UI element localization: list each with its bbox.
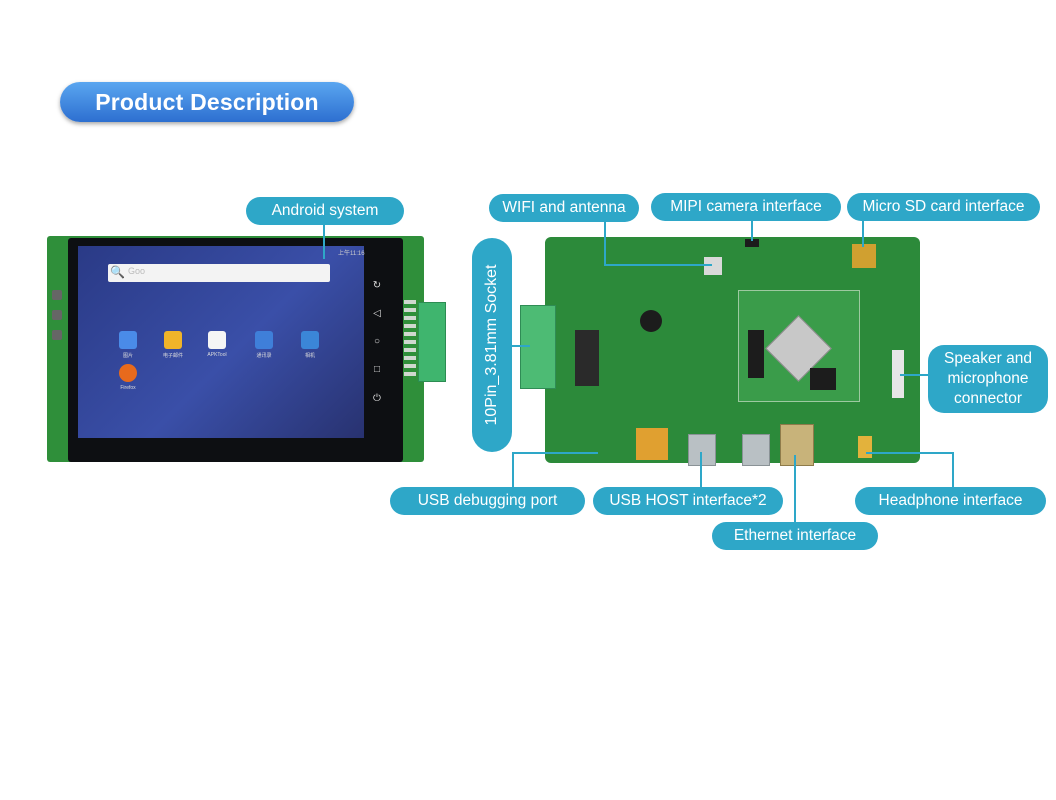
side-button [52, 330, 62, 340]
label-headphone: Headphone interface [855, 487, 1046, 515]
connector-line [952, 452, 954, 487]
speaker-connector [892, 350, 904, 398]
connector-line [700, 452, 702, 487]
mail-icon [164, 331, 182, 349]
app-label: 电子邮件 [162, 353, 183, 359]
terminal-block [418, 302, 446, 382]
connector-line [862, 221, 864, 247]
connector-line [604, 222, 606, 266]
usb-host-port [688, 434, 716, 466]
terminal-block [520, 305, 556, 389]
connector-line [512, 345, 530, 347]
app-label: APKTool [207, 352, 227, 358]
photo-icon [119, 331, 137, 349]
label-10pin-socket: 10Pin_3.81mm Socket [472, 238, 512, 452]
app-label: 通讯录 [256, 353, 272, 359]
connector-line [323, 225, 325, 259]
back-icon: ◁ [373, 308, 381, 319]
label-mipi-camera: MIPI camera interface [651, 193, 841, 221]
firefox-icon [119, 364, 137, 382]
memory-chip [810, 368, 836, 390]
connector-line [794, 455, 796, 522]
status-time: 上午11:16 [338, 251, 365, 257]
refresh-icon: ↻ [372, 280, 382, 291]
connector-line [512, 452, 598, 454]
side-button [52, 290, 62, 300]
usb-host-port [742, 434, 770, 466]
memory-chip [748, 330, 764, 378]
label-usb-host: USB HOST interface*2 [593, 487, 783, 515]
recents-icon: □ [373, 364, 381, 375]
search-placeholder: Goo [128, 266, 146, 276]
search-icon: 🔍 [110, 265, 125, 279]
label-android-system: Android system [246, 197, 404, 225]
app-label: 相机 [304, 353, 315, 359]
power-icon: ⏻ [373, 393, 381, 404]
label-speaker-mic: Speaker and microphone connector [928, 345, 1048, 413]
app-label: Firefox [120, 385, 136, 391]
home-icon: ○ [373, 336, 381, 347]
side-button [52, 310, 62, 320]
device-back-pcb [545, 237, 920, 463]
label-micro-sd: Micro SD card interface [847, 193, 1040, 221]
socket-label-text: 10Pin_3.81mm Socket [483, 264, 500, 426]
label-usb-debug: USB debugging port [390, 487, 585, 515]
connector-line [604, 264, 712, 266]
camera-icon [301, 331, 319, 349]
page-title: Product Description [60, 82, 354, 122]
usb-debug-chip [636, 428, 668, 460]
label-ethernet: Ethernet interface [712, 522, 878, 550]
headphone-jack [858, 436, 872, 458]
apk-icon [208, 331, 226, 349]
app-label: 图片 [122, 353, 133, 359]
mipi-connector [745, 239, 759, 247]
connector-line [866, 452, 954, 454]
connector-line [512, 452, 514, 487]
micro-sd-slot [852, 244, 876, 268]
inductor [640, 310, 662, 332]
label-wifi-antenna: WIFI and antenna [489, 194, 639, 222]
ethernet-port [780, 424, 814, 466]
search-bar [108, 264, 330, 282]
connector-line [751, 221, 753, 241]
contacts-icon [255, 331, 273, 349]
pin-header [404, 300, 416, 380]
connector-line [900, 374, 928, 376]
regulator-array [575, 330, 599, 386]
wifi-module [704, 257, 722, 275]
